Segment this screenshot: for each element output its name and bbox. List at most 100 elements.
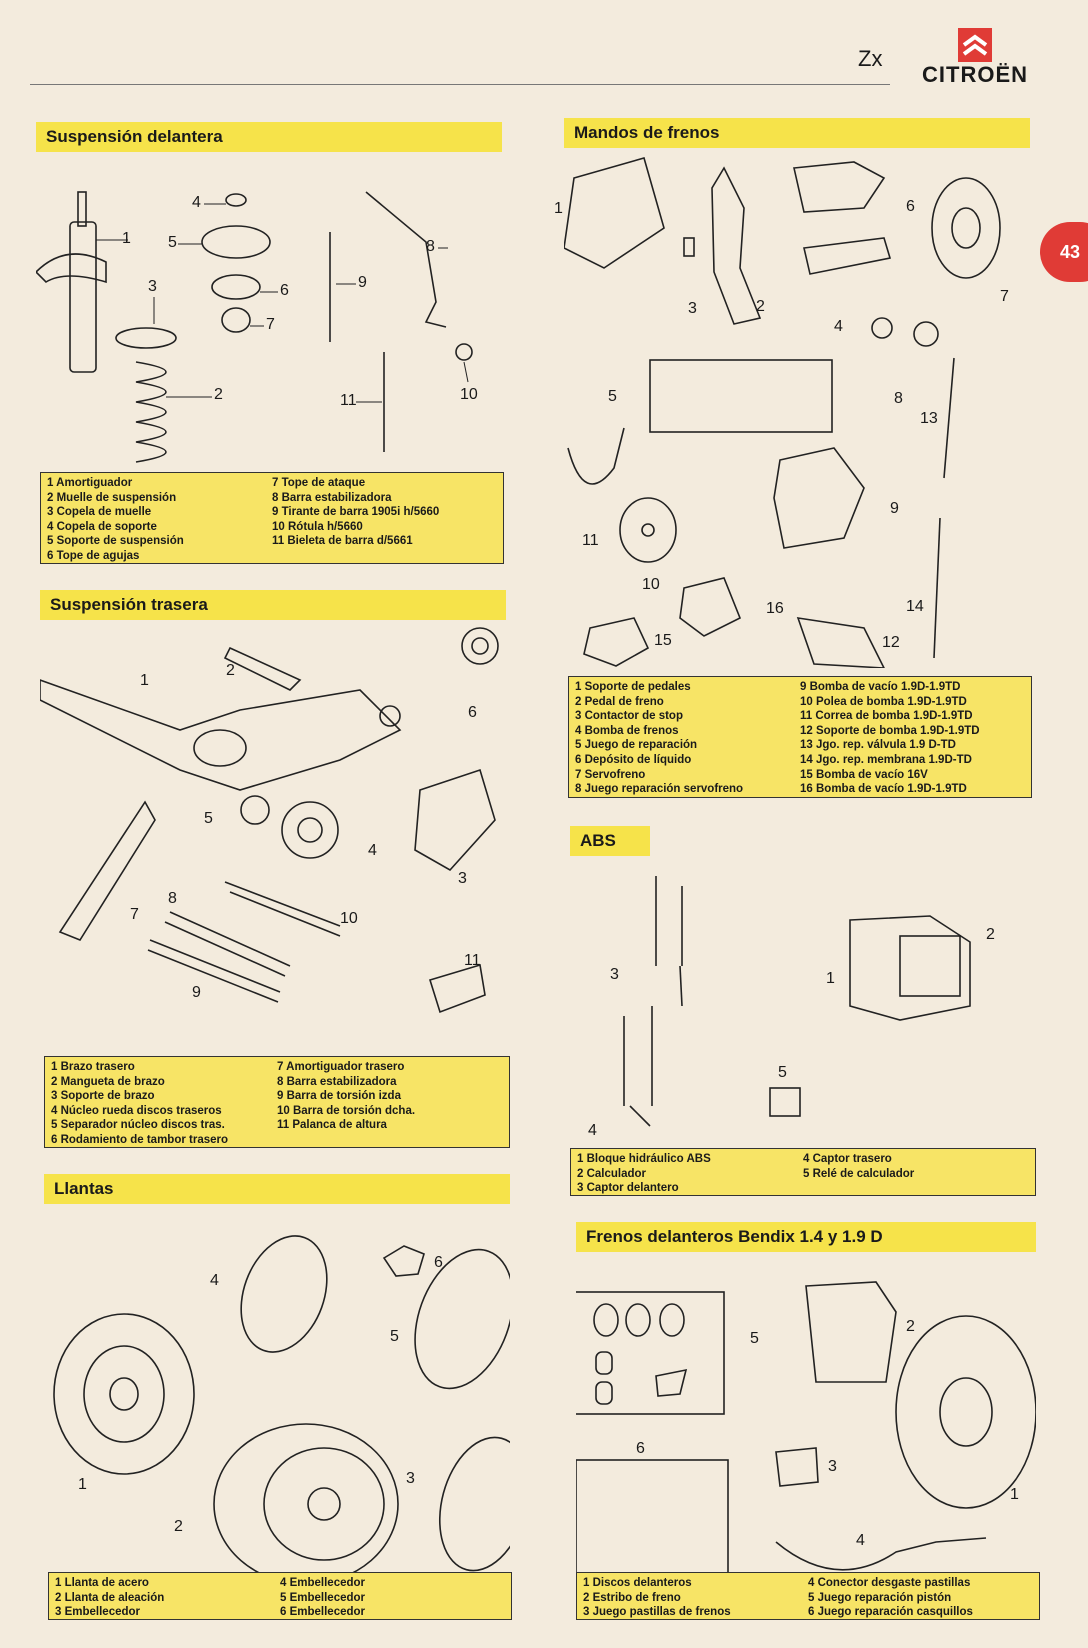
abs-drawing: 3 1 2 4 5 [570, 856, 1036, 1166]
callout-1: 1 [140, 672, 149, 689]
legend-suspension-rear: 1 Brazo trasero 2 Mangueta de brazo 3 So… [44, 1056, 510, 1148]
legend-item: 6 Juego reparación casquillos [808, 1606, 973, 1619]
legend-item: 4 Bomba de frenos [575, 724, 679, 737]
legend-item: 11 Correa de bomba 1.9D-1.9TD [800, 710, 973, 723]
section-suspension-front: Suspensión delantera [36, 122, 502, 472]
legend-item: 10 Rótula h/5660 [272, 520, 363, 533]
legend-item: 1 Bloque hidráulico ABS [577, 1153, 711, 1165]
callout-1: 1 [554, 200, 563, 217]
callout-4: 4 [192, 194, 201, 211]
legend-item: 9 Barra de torsión izda [277, 1090, 401, 1103]
legend-item: 1 Discos delanteros [583, 1577, 692, 1589]
legend-item: 5 Separador núcleo discos tras. [51, 1119, 225, 1132]
section-title: Frenos delanteros Bendix 1.4 y 1.9 D [576, 1222, 1036, 1252]
legend-item: 15 Bomba de vacío 16V [800, 768, 928, 781]
callout-4: 4 [368, 842, 377, 859]
legend-item: 3 Juego pastillas de frenos [583, 1606, 731, 1619]
legend-item: 2 Estribo de freno [583, 1591, 681, 1604]
legend-item: 3 Contactor de stop [575, 710, 683, 723]
legend-item: 9 Tirante de barra 1905i h/5660 [272, 506, 440, 519]
callout-12: 12 [882, 634, 900, 651]
callout-6: 6 [468, 704, 477, 721]
legend-item: 5 Relé de calculador [803, 1167, 915, 1180]
legend-item: 3 Soporte de brazo [51, 1090, 155, 1103]
legend-item: 9 Bomba de vacío 1.9D-1.9TD [800, 681, 961, 693]
callout-6: 6 [434, 1254, 443, 1271]
callout-3: 3 [610, 966, 619, 983]
front-brakes-illustration [576, 1281, 1036, 1585]
abs-illustration [623, 876, 971, 1127]
legend-item: 2 Pedal de freno [575, 695, 664, 708]
legend-item: 5 Soporte de suspensión [47, 535, 184, 548]
legend-item: 2 Llanta de aleación [55, 1591, 165, 1604]
callout-1: 1 [1010, 1486, 1019, 1503]
brand-name: CITROËN [922, 62, 1028, 87]
callout-5: 5 [204, 810, 213, 827]
callout-6: 6 [280, 282, 289, 299]
legend-item: 1 Soporte de pedales [575, 681, 691, 693]
wheels-drawing: 1 2 3 4 5 6 [44, 1204, 510, 1584]
front-brakes-drawing: 5 2 6 3 1 4 [576, 1252, 1036, 1588]
legend-item: 7 Amortiguador trasero [277, 1061, 405, 1073]
legend-item: 6 Embellecedor [280, 1606, 366, 1619]
callout-15: 15 [654, 632, 672, 649]
legend-item: 16 Bomba de vacío 1.9D-1.9TD [800, 783, 967, 796]
callout-10: 10 [340, 910, 358, 927]
legend-item: 3 Captor delantero [577, 1182, 679, 1195]
legend-item: 8 Barra estabilizadora [272, 491, 392, 504]
legend-item: 4 Embellecedor [280, 1577, 366, 1589]
callout-7: 7 [266, 316, 275, 333]
callout-4: 4 [834, 318, 843, 335]
section-brake-controls: Mandos de frenos 1 2 3 4 5 6 7 8 9 [554, 118, 1030, 668]
callout-11: 11 [464, 952, 481, 969]
callout-5: 5 [390, 1328, 399, 1345]
header-rule [30, 84, 890, 85]
section-suspension-rear: Suspensión trasera 1 2 3 4 5 6 7 8 9 10 … [40, 590, 506, 1060]
callout-6: 6 [906, 198, 915, 215]
callout-8: 8 [894, 390, 903, 407]
legend-item: 11 Bieleta de barra d/5661 [272, 535, 413, 548]
callout-5: 5 [608, 388, 617, 405]
legend-front-brakes: 1 Discos delanteros 2 Estribo de freno 3… [576, 1572, 1040, 1620]
callout-8: 8 [168, 890, 177, 907]
callout-5: 5 [778, 1064, 787, 1081]
callout-11: 11 [582, 532, 599, 549]
callout-7: 7 [1000, 288, 1009, 305]
callout-2: 2 [906, 1318, 915, 1335]
brake-controls-drawing: 1 2 3 4 5 6 7 8 9 10 11 12 13 14 15 16 [554, 148, 1030, 668]
callout-2: 2 [226, 662, 235, 679]
legend-item: 12 Soporte de bomba 1.9D-1.9TD [800, 724, 980, 737]
legend-item: 2 Muelle de suspensión [47, 491, 177, 504]
legend-item: 14 Jgo. rep. membrana 1.9D-TD [800, 753, 972, 766]
legend-item: 2 Mangueta de brazo [51, 1075, 165, 1088]
legend-item: 3 Embellecedor [55, 1606, 141, 1619]
legend-item: 10 Barra de torsión dcha. [277, 1104, 416, 1117]
legend-item: 1 Brazo trasero [51, 1061, 135, 1073]
legend-item: 8 Barra estabilizadora [277, 1075, 397, 1088]
callout-2: 2 [756, 298, 765, 315]
callout-3: 3 [828, 1458, 837, 1475]
wheels-illustration [53, 1235, 510, 1584]
callout-3: 3 [406, 1470, 415, 1487]
callout-8: 8 [426, 238, 435, 255]
callout-4: 4 [588, 1122, 597, 1139]
callout-4: 4 [856, 1532, 865, 1549]
callout-5: 5 [750, 1330, 759, 1347]
legend-item: 4 Núcleo rueda discos traseros [51, 1104, 222, 1117]
callout-6: 6 [636, 1440, 645, 1457]
callout-9: 9 [192, 984, 201, 1001]
suspension-front-drawing: 1 2 3 4 5 6 7 8 9 10 11 [36, 152, 502, 472]
section-wheels: Llantas 1 2 3 4 5 6 [44, 1174, 510, 1584]
callout-2: 2 [214, 386, 223, 403]
callout-9: 9 [358, 274, 367, 291]
legend-abs: 1 Bloque hidráulico ABS 2 Calculador 3 C… [570, 1148, 1036, 1196]
legend-brake-controls: 1 Soporte de pedales 2 Pedal de freno 3 … [568, 676, 1032, 798]
legend-item: 6 Tope de agujas [47, 549, 140, 562]
callout-7: 7 [130, 906, 139, 923]
callout-3: 3 [688, 300, 697, 317]
callout-1: 1 [122, 230, 131, 247]
callout-3: 3 [458, 870, 467, 887]
suspension-rear-illustration [40, 627, 499, 1014]
callout-1: 1 [78, 1476, 87, 1493]
legend-item: 7 Tope de ataque [272, 477, 366, 489]
